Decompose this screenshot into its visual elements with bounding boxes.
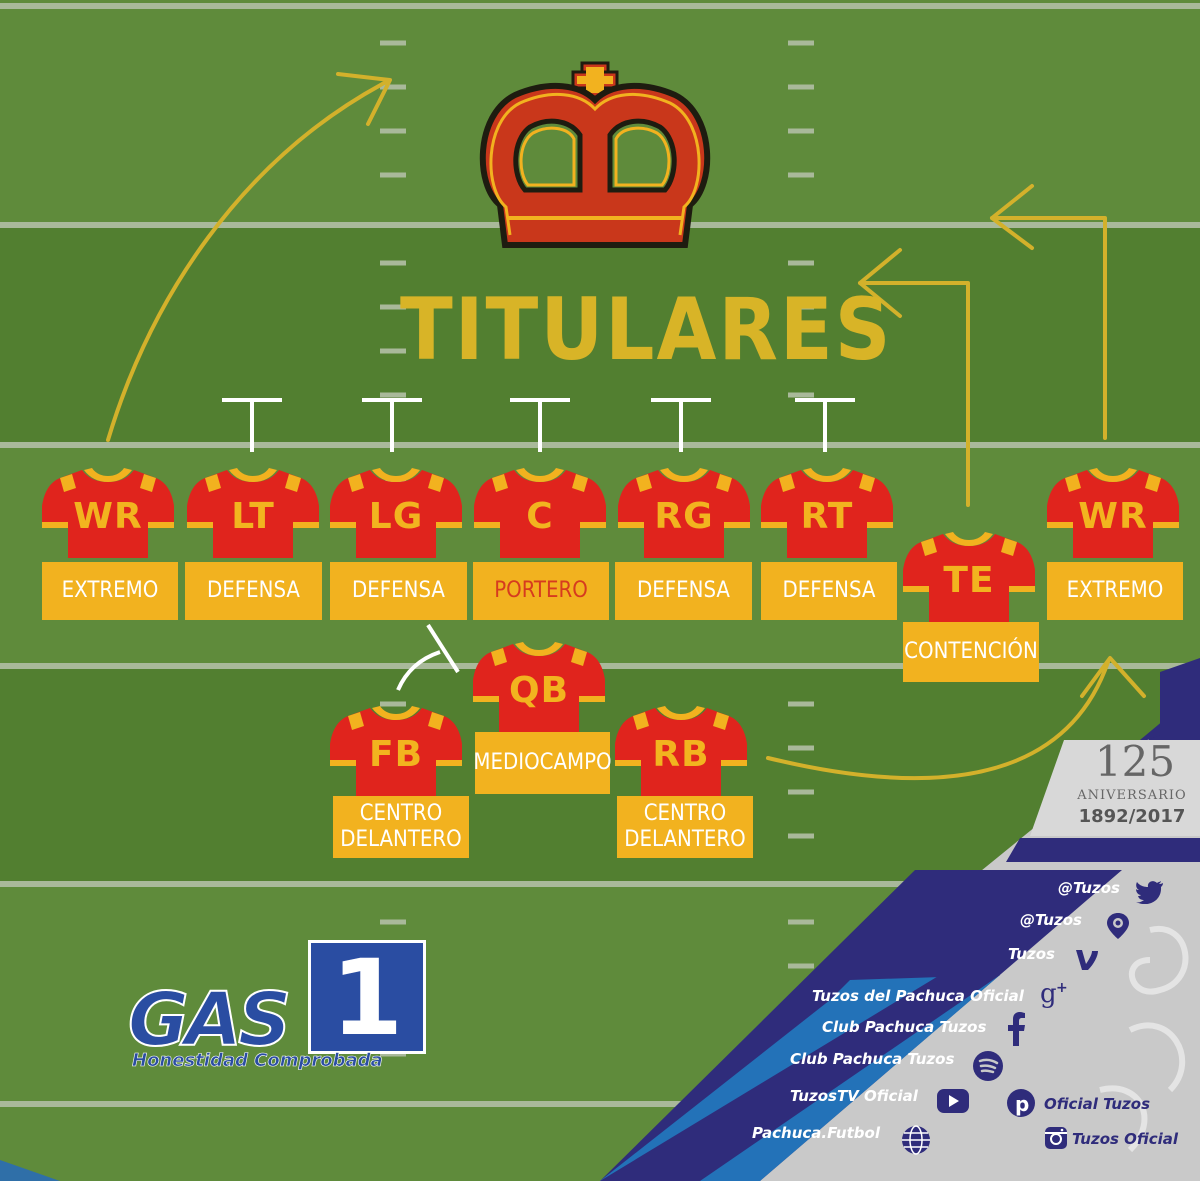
jersey-qb: QB [473,640,605,732]
jersey-wr: WR [42,466,174,558]
position-label: EXTREMO [42,562,178,620]
position-label-line: DELANTERO [624,827,746,852]
position-label: DEFENSA [330,562,467,620]
jersey-te: TE [903,530,1035,622]
position-label: PORTERO [473,562,609,620]
position-label: EXTREMO [1047,562,1183,620]
position-code: QB [508,670,570,711]
social-pinterest-handle[interactable]: Oficial Tuzos [1044,1095,1151,1113]
position-code: LT [231,496,275,537]
social-periscope-handle[interactable]: @Tuzos [1020,911,1082,929]
jersey-lg: LG [330,466,462,558]
social-instagram-handle[interactable]: Tuzos Oficial [1072,1130,1179,1148]
position-code: C [526,496,554,537]
anniversary-number: 125 [1094,737,1176,786]
globe-icon[interactable] [900,1124,932,1156]
crown-icon [479,61,711,248]
position-label: MEDIOCAMPO [473,732,612,794]
position-label: DEFENSA [761,562,897,620]
position-code: LG [368,496,424,537]
jersey-fb: FB [330,704,462,796]
social-web-handle[interactable]: Pachuca.Futbol [752,1124,880,1142]
position-code: RT [800,496,854,537]
spotify-icon[interactable] [972,1050,1004,1082]
position-label: DEFENSA [185,562,322,620]
position-label-line: DELANTERO [340,827,462,852]
svg-text:p: p [1015,1092,1029,1116]
sponsor-slogan: Honestidad Comprobada [132,1050,383,1072]
position-label-line: CENTRO [359,801,443,826]
jersey-rt: RT [761,466,893,558]
facebook-icon[interactable] [1006,1012,1026,1046]
vine-icon[interactable] [1074,946,1104,972]
position-code: TE [943,560,995,601]
sponsor-number-box [308,940,426,1054]
instagram-icon[interactable] [1044,1126,1068,1150]
position-code: WR [73,496,143,537]
twitter-icon[interactable] [1136,880,1164,904]
social-vine-handle[interactable]: Tuzos [1008,945,1055,963]
sponsor-number: 1 [330,937,404,1059]
jersey-rb: RB [615,704,747,796]
position-code: FB [368,734,424,775]
sponsor-brand: GAS [127,977,292,1063]
google-plus-icon[interactable]: g + [1040,978,1072,1008]
position-label: CONTENCIÓN [903,622,1039,682]
youtube-icon[interactable] [936,1088,970,1114]
jersey-c: C [474,466,606,558]
position-code: WR [1078,496,1148,537]
jersey-rg: RG [618,466,750,558]
route-arrows [106,72,1146,781]
anniversary-word: ANIVERSARIO [1077,788,1187,803]
block-markers [222,398,855,691]
periscope-icon[interactable] [1106,912,1130,940]
svg-text:g: g [1040,979,1057,1008]
social-spotify-handle[interactable]: Club Pachuca Tuzos [790,1050,955,1068]
social-youtube-handle[interactable]: TuzosTV Oficial [790,1087,918,1105]
sponsor-logo: 1 GAS Honestidad Comprobada [127,937,428,1080]
social-twitter-handle[interactable]: @Tuzos [1058,879,1120,897]
svg-text:+: + [1056,980,1068,996]
anniversary-years: 1892/2017 [1078,806,1186,827]
pinterest-icon[interactable]: p [1006,1088,1036,1118]
social-facebook-handle[interactable]: Club Pachuca Tuzos [822,1018,987,1036]
position-code: RB [652,734,710,775]
jersey-wr: WR [1047,466,1179,558]
position-label: DEFENSA [615,562,752,620]
position-code: RG [654,496,714,537]
jersey-lt: LT [187,466,319,558]
social-googleplus-handle[interactable]: Tuzos del Pachuca Oficial [812,987,1024,1005]
position-label-line: CENTRO [643,801,727,826]
